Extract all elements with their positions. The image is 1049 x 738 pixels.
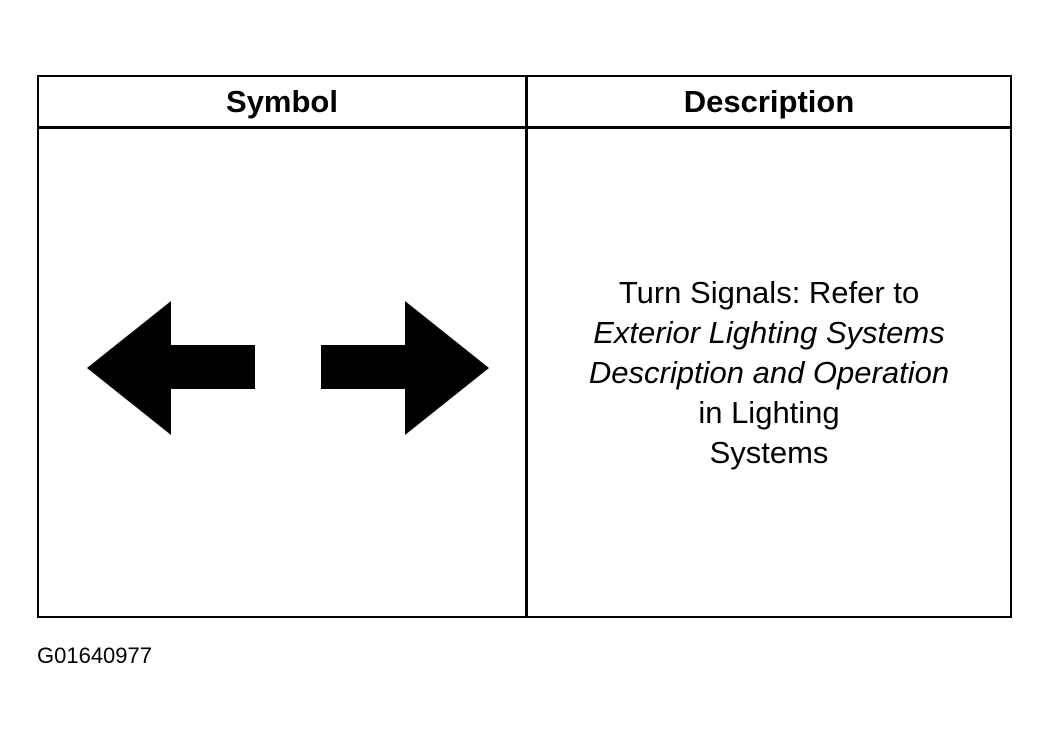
column-divider [525,77,528,616]
symbol-cell [39,129,525,616]
right-arrow-icon [321,301,489,435]
description-line-4: in Lighting [698,394,840,430]
description-link-line-1: Exterior Lighting Systems [593,314,945,350]
description-link-line-2: Description and Operation [588,354,950,390]
description-line-5: Systems [709,434,829,470]
left-arrow-icon [87,301,255,435]
symbol-description-table: Symbol Description Turn Signals: Refer t… [37,75,1012,618]
turn-signal-arrows-icon [87,301,489,435]
description-cell: Turn Signals: Refer to Exterior Lighting… [528,129,1010,616]
symbol-column-header: Symbol [226,83,338,119]
table-header-row: Symbol Description [39,77,1010,129]
description-line-1: Turn Signals: Refer to [618,274,920,310]
description-column-header: Description [683,83,855,119]
figure-id: G01640977 [37,643,152,668]
